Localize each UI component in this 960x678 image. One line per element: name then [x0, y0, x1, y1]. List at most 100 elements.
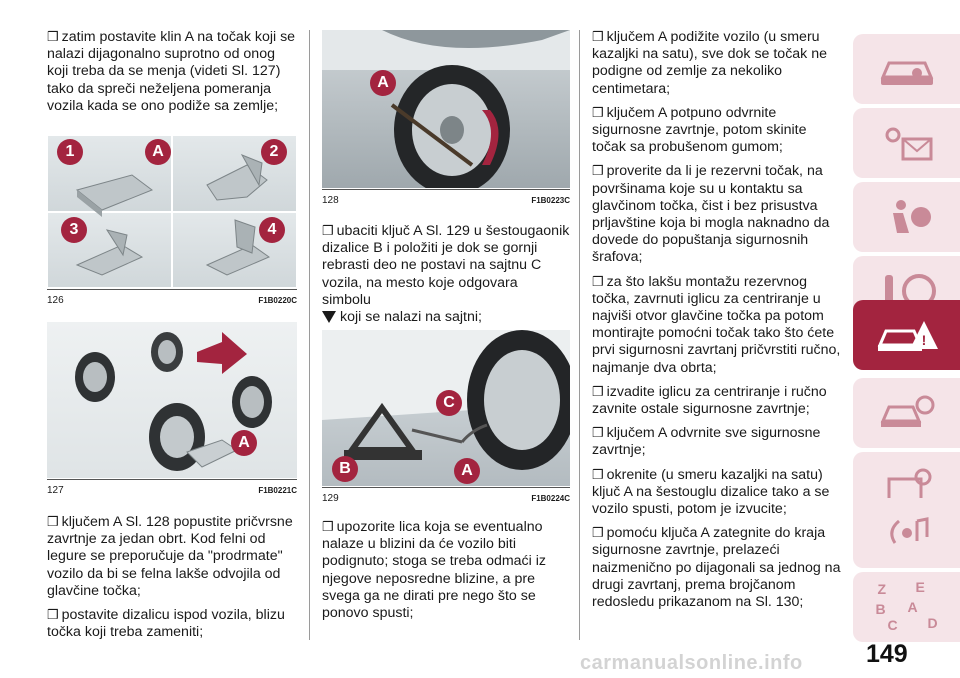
car-dashboard-icon	[880, 61, 933, 85]
figure-number: 127	[47, 484, 64, 496]
paragraph-text: ključem A potpuno odvrnite sigurnosne za…	[592, 104, 807, 156]
checkbox-bullet: ❒	[592, 383, 604, 399]
paragraph-text: postavite dizalicu ispod vozila, blizu t…	[47, 607, 285, 641]
figure-126: 1 A 2 3 4 126 F1B0220C	[47, 135, 297, 310]
column-2-upper: ❒ubaciti ključ A Sl. 129 u šestougaonik …	[322, 222, 570, 332]
airbag-seat-icon	[892, 200, 931, 233]
instruction-paragraph: ❒ključem A potpuno odvrnite sigurnosne z…	[592, 104, 842, 157]
instruction-paragraph: ❒upozorite lica koja se eventualno nalaz…	[322, 518, 570, 622]
paragraph-text: ključem A podižite vozilo (u smeru kazal…	[592, 29, 828, 97]
checkbox-bullet: ❒	[592, 525, 604, 541]
column-1-lower: ❒ključem A Sl. 128 popustite pričvrsne z…	[47, 513, 297, 647]
figure-128-caption: 128 F1B0223C	[322, 189, 570, 210]
checkbox-bullet: ❒	[592, 29, 604, 44]
index-letter: A	[907, 599, 918, 615]
multimedia-icon	[889, 517, 928, 544]
figure-code: F1B0221C	[258, 485, 297, 495]
instruction-paragraph: ❒okrenite (u smeru kazaljki na satu) klj…	[592, 466, 842, 519]
paragraph-text: zatim postavite klin A na točak koji se …	[47, 29, 296, 114]
figure-code: F1B0223C	[531, 195, 570, 205]
figure-128-image: A	[322, 30, 570, 188]
instruction-paragraph: ❒proverite da li je rezervni točak, na p…	[592, 162, 842, 266]
index-letter: D	[927, 615, 938, 631]
figure-127-caption: 127 F1B0221C	[47, 479, 297, 500]
tab-maintenance-car[interactable]	[853, 378, 960, 448]
checkbox-bullet: ❒	[592, 273, 604, 289]
callout-a: A	[454, 458, 480, 484]
index-letter: E	[915, 579, 925, 595]
watermark: carmanualsonline.info	[580, 652, 803, 674]
callout-2: 2	[261, 139, 287, 165]
tab-car-dashboard[interactable]	[853, 34, 960, 104]
checkbox-bullet: ❒	[47, 607, 59, 623]
column-divider	[579, 30, 580, 640]
column-divider	[309, 30, 310, 640]
checkbox-bullet: ❒	[322, 519, 334, 534]
paragraph-text: okrenite (u smeru kazaljki na satu) klju…	[592, 466, 830, 518]
figure-126-caption: 126 F1B0220C	[47, 289, 297, 310]
paragraph-text: ubaciti ključ A Sl. 129 u šestougaonik d…	[322, 223, 570, 308]
tab-warning-lights[interactable]	[853, 108, 960, 178]
figure-129-caption: 129 F1B0224C	[322, 487, 570, 508]
wheel-chock-illustration	[75, 154, 271, 276]
paragraph-text: proverite da li je rezervni točak, na po…	[592, 163, 830, 266]
figure-number: 126	[47, 294, 64, 306]
paragraph-text: upozorite lica koja se eventualno nalaze…	[322, 519, 546, 622]
instruction-paragraph: ❒ključem A podižite vozilo (u smeru kaza…	[592, 28, 842, 98]
checkbox-bullet: ❒	[47, 29, 59, 44]
figure-code: F1B0224C	[531, 493, 570, 503]
callout-b: B	[332, 456, 358, 482]
instruction-paragraph: ❒pomoću ključa A zategnite do kraja sigu…	[592, 524, 842, 611]
tab-alphabetical-index[interactable]: Z E B A C D	[853, 572, 960, 642]
instruction-paragraph: ❒ključem A Sl. 128 popustite pričvrsne z…	[47, 513, 297, 600]
tab-airbag-seat[interactable]	[853, 182, 960, 252]
index-letter: B	[875, 601, 886, 617]
alphabetical-index-icon: Z E B A C D	[872, 579, 942, 635]
column-2-lower: ❒upozorite lica koja se eventualno nalaz…	[322, 518, 570, 628]
jack-point-symbol-icon	[322, 311, 336, 324]
paragraph-text: ključem A Sl. 128 popustite pričvrsne za…	[47, 514, 293, 599]
jack-illustration	[322, 330, 570, 470]
instruction-paragraph: ❒ubaciti ključ A Sl. 129 u šestougaonik …	[322, 222, 570, 326]
figure-number: 129	[322, 492, 339, 504]
paragraph-text: za što lakšu montažu rezervnog točka, za…	[592, 273, 841, 376]
checkbox-bullet: ❒	[47, 514, 59, 529]
instruction-paragraph: ❒zatim postavite klin A na točak koji se…	[47, 28, 297, 115]
callout-3: 3	[61, 217, 87, 243]
checkbox-bullet: ❒	[322, 223, 334, 238]
checkbox-bullet: ❒	[592, 104, 604, 120]
callout-a: A	[231, 430, 257, 456]
checkbox-bullet: ❒	[592, 163, 604, 179]
callout-c: C	[436, 390, 462, 416]
svg-text:!: !	[921, 332, 926, 348]
instruction-paragraph: ❒za što lakšu montažu rezervnog točka, z…	[592, 273, 842, 377]
callout-a: A	[370, 70, 396, 96]
figure-number: 128	[322, 194, 339, 206]
tab-multimedia[interactable]	[853, 498, 960, 568]
paragraph-text: pomoću ključa A zategnite do kraja sigur…	[592, 525, 841, 611]
figure-128: A 128 F1B0223C	[322, 30, 570, 210]
column-1: ❒zatim postavite klin A na točak koji se…	[47, 28, 297, 121]
index-letter: C	[887, 617, 898, 633]
maintenance-car-icon	[880, 395, 934, 427]
figure-127-image: A	[47, 322, 297, 478]
wheel-wrench-illustration	[322, 30, 570, 188]
callout-4: 4	[259, 217, 285, 243]
callout-1: 1	[57, 139, 83, 165]
figure-129: C B A 129 F1B0224C	[322, 330, 570, 508]
wheels-illustration	[75, 332, 272, 471]
paragraph-text: izvadite iglicu za centriranje i ručno z…	[592, 383, 827, 418]
instruction-paragraph: ❒postavite dizalicu ispod vozila, blizu …	[47, 606, 297, 641]
warning-lights-icon	[885, 127, 932, 161]
callout-a: A	[145, 139, 171, 165]
tab-emergency[interactable]: !	[853, 300, 960, 370]
instruction-paragraph: ❒izvadite iglicu za centriranje i ručno …	[592, 383, 842, 418]
checkbox-bullet: ❒	[592, 466, 604, 482]
figure-129-image: C B A	[322, 330, 570, 486]
paragraph-text: ključem A odvrnite sve sigurnosne zavrtn…	[592, 425, 821, 459]
index-letter: Z	[877, 581, 887, 597]
emergency-icon: !	[877, 321, 938, 351]
figure-code: F1B0220C	[258, 295, 297, 305]
column-3: ❒ključem A podižite vozilo (u smeru kaza…	[592, 28, 842, 617]
checkbox-bullet: ❒	[592, 425, 604, 441]
